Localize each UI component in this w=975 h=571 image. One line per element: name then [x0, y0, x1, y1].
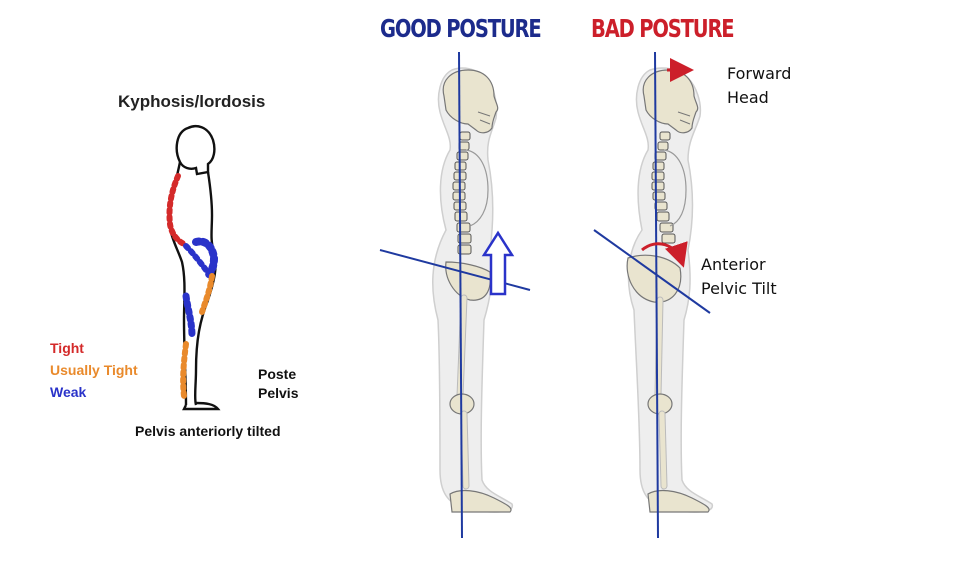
legend-tight: Tight	[50, 340, 84, 356]
legend-weak: Weak	[50, 384, 87, 400]
anterior-pelvic-tilt-label: Anterior Pelvic Tilt	[701, 253, 777, 301]
good-posture-skeleton	[432, 67, 514, 513]
cropped-posterior-label: Poste Pelvis	[258, 365, 300, 403]
forward-head-line2: Head	[727, 88, 769, 107]
good-posture-heading: GOOD POSTURE	[380, 14, 542, 43]
pelvic-tilt-line2: Pelvic Tilt	[701, 279, 777, 298]
cropped-label-line1: Poste	[258, 366, 297, 382]
legend-usually-tight: Usually Tight	[50, 362, 138, 378]
bad-pelvic-line	[593, 229, 711, 314]
pelvis-caption: Pelvis anteriorly tilted	[135, 423, 281, 439]
pelvic-tilt-arrow-icon	[641, 241, 688, 268]
bad-posture-skeleton	[626, 67, 714, 513]
forward-head-label: Forward Head	[727, 62, 791, 110]
forward-head-line1: Forward	[727, 64, 792, 83]
bad-posture-heading: BAD POSTURE	[591, 14, 735, 43]
bad-plumb-line	[654, 51, 659, 539]
good-plumb-line	[458, 51, 463, 539]
pelvic-tilt-line1: Anterior	[701, 255, 766, 274]
up-arrow-icon	[481, 230, 515, 296]
kyphosis-figure	[166, 125, 221, 411]
kyphosis-title: Kyphosis/lordosis	[118, 92, 266, 111]
cropped-label-line2: Pelvis	[258, 385, 299, 401]
